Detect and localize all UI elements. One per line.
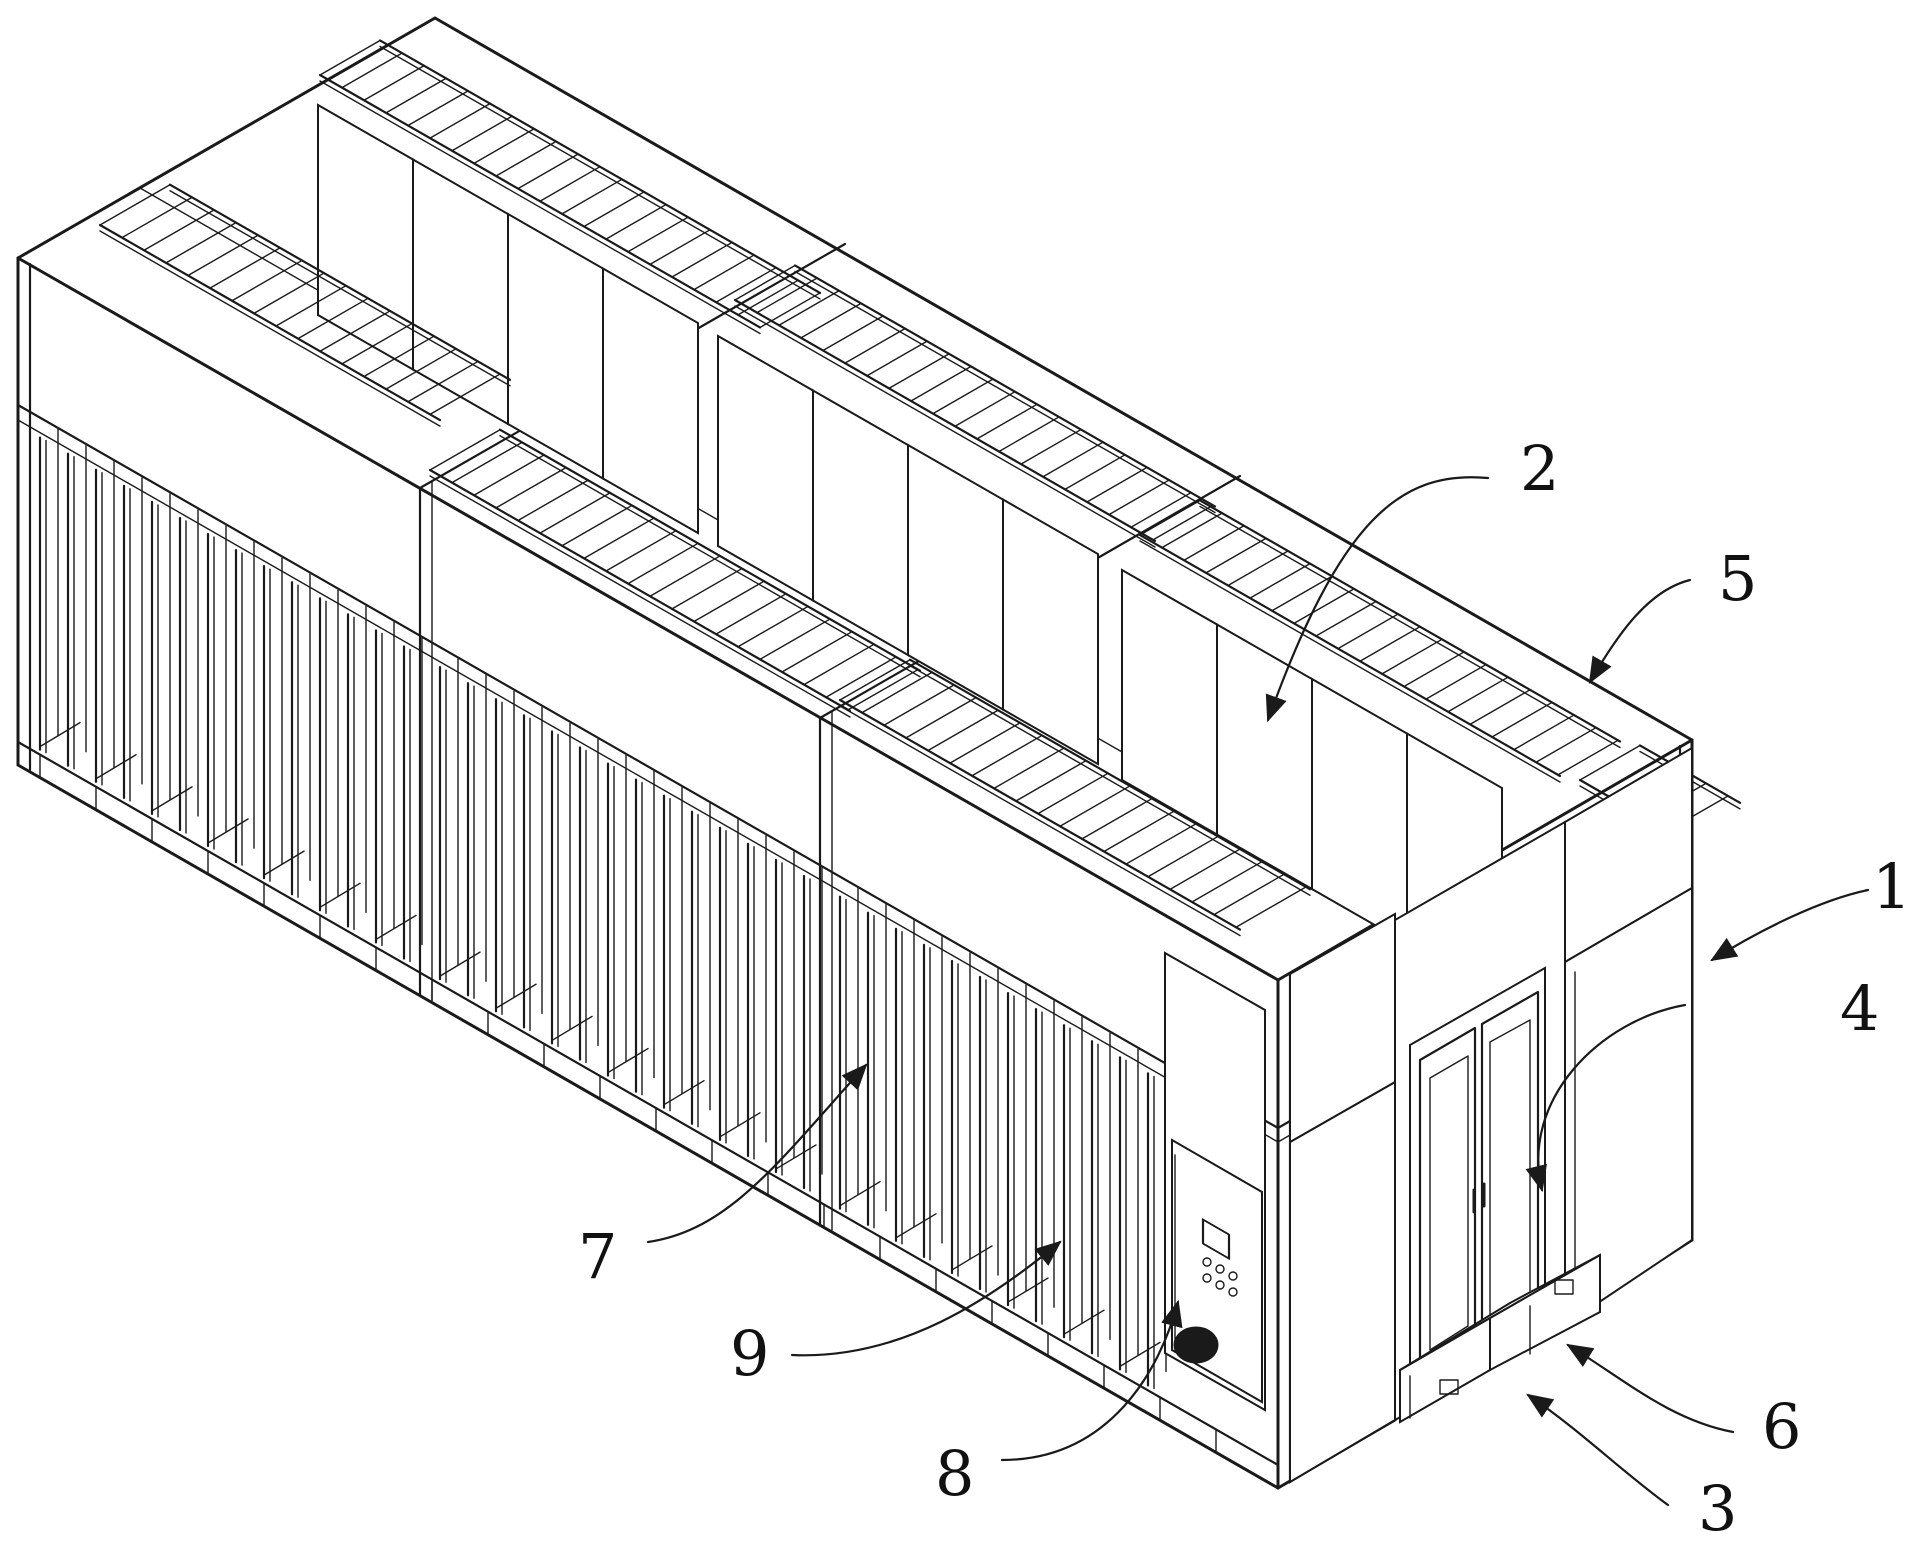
end-panel [1289, 912, 1396, 1484]
callout-9: 9 [730, 1317, 769, 1390]
partition-panel [317, 103, 414, 372]
partition-panel [812, 388, 909, 657]
callout-2: 2 [1520, 432, 1559, 505]
cable-tray [1138, 499, 1622, 783]
rack-bay [38, 428, 423, 963]
rear-partition-panels [317, 103, 1503, 1000]
base-frame [39, 753, 1217, 1453]
callout-5: 5 [1718, 542, 1757, 615]
cable-tray [838, 658, 1312, 937]
leader-lines [646, 476, 1870, 1507]
partition-panel [412, 157, 509, 426]
callout-labels: 2 5 1 4 6 3 7 9 8 [578, 432, 1911, 1545]
partition-panel [907, 443, 1004, 712]
callout-7: 7 [578, 1220, 617, 1293]
partition-panel [717, 334, 814, 603]
partition-panel [1311, 677, 1408, 946]
partition-panel [1002, 497, 1099, 766]
rack-bay [838, 887, 1167, 1390]
cable-tray [733, 264, 1217, 548]
vent-fan-icon [1173, 1326, 1219, 1364]
callout-3: 3 [1698, 1472, 1737, 1545]
cable-tray [428, 428, 922, 718]
callout-8: 8 [935, 1437, 974, 1510]
cable-tray [98, 183, 512, 427]
partition-panel [602, 266, 699, 535]
display-screen-icon [1201, 1218, 1231, 1260]
callout-4: 4 [1840, 972, 1879, 1045]
partition-panel [507, 212, 604, 481]
rack-bay [438, 658, 823, 1192]
control-cabinet [1164, 951, 1266, 1412]
base-blocks [1399, 1253, 1601, 1424]
callout-6: 6 [1762, 1390, 1801, 1463]
cable-tray [318, 39, 822, 335]
control-buttons [1202, 1257, 1238, 1297]
rack-bays [38, 428, 1167, 1390]
callout-1: 1 [1872, 850, 1911, 923]
